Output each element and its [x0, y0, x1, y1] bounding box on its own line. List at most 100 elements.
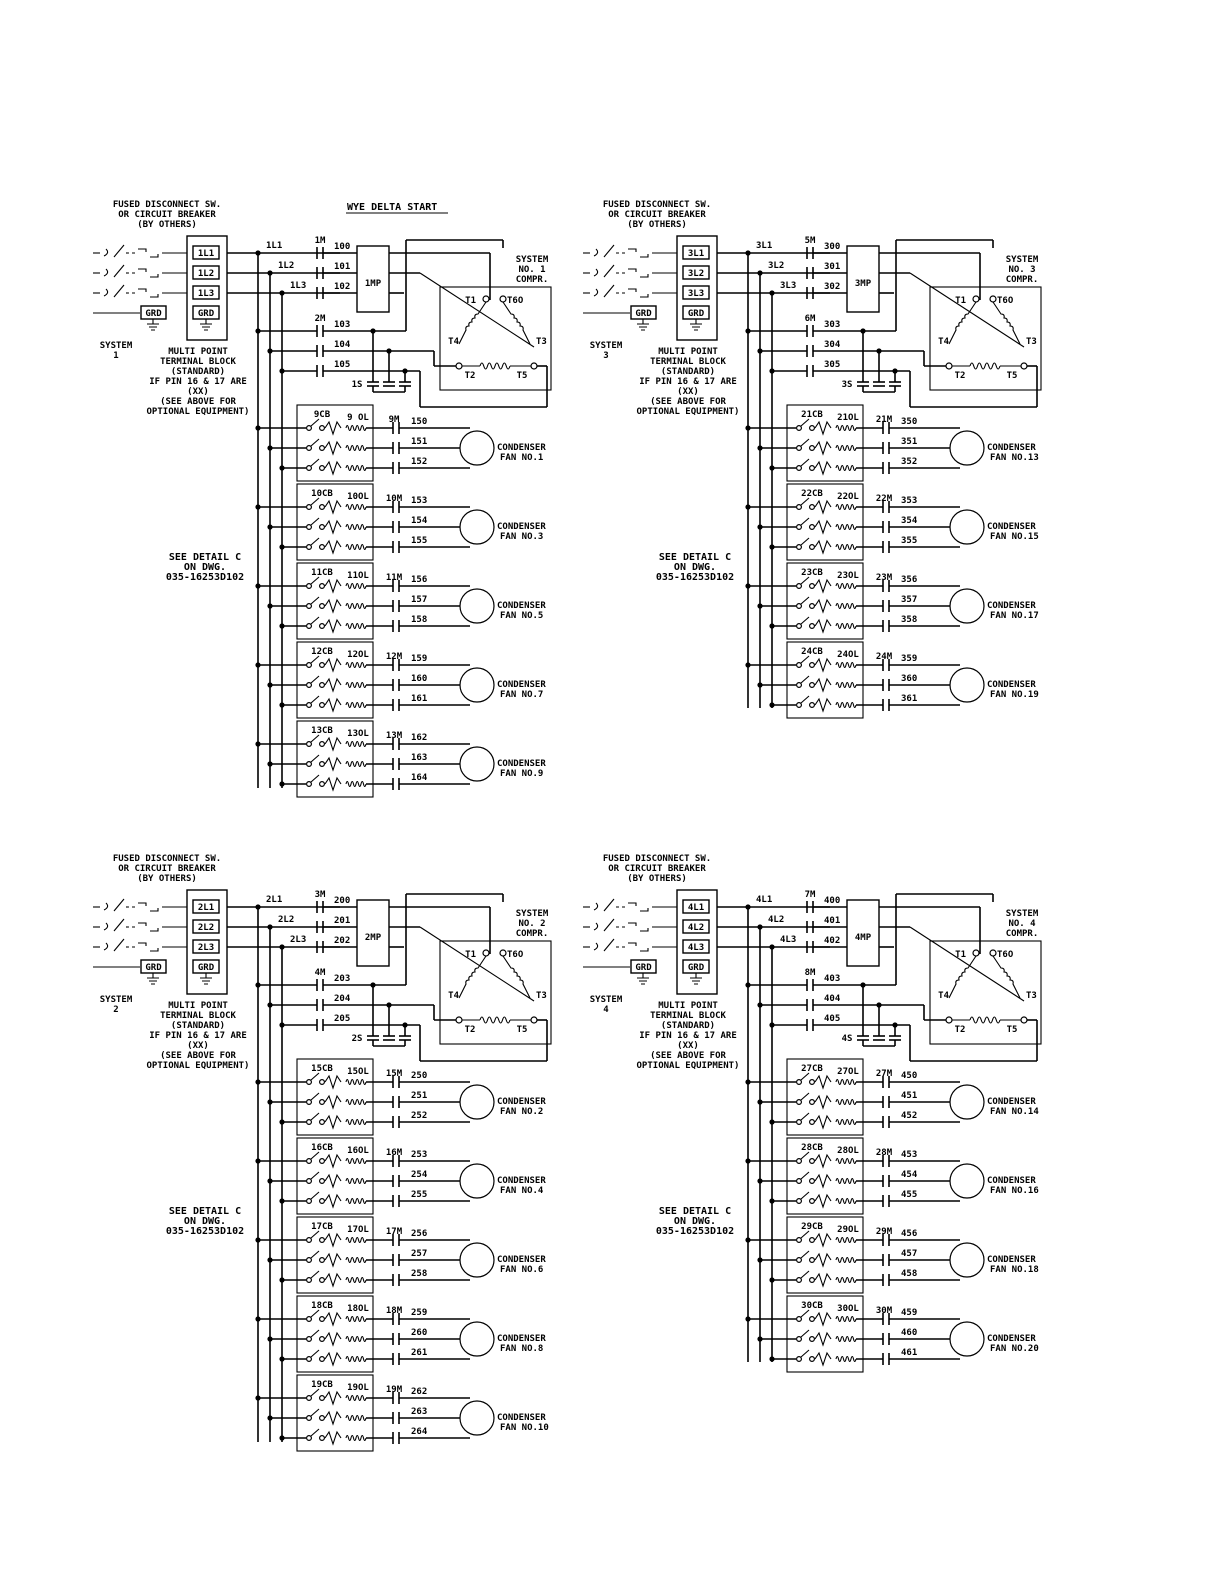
terminal-t1: T1 — [465, 296, 476, 306]
breaker-contact — [306, 760, 313, 767]
fan-contactor-label: 12M — [386, 652, 403, 662]
overload-heater — [324, 440, 342, 456]
fan-number-label: FAN NO.4 — [500, 1186, 544, 1196]
breaker-blade — [310, 1309, 320, 1318]
ground-icon-terminal — [200, 319, 212, 331]
switch-blade — [113, 898, 125, 912]
breaker-contact — [796, 681, 803, 688]
fan-breaker-box — [786, 1137, 864, 1215]
switch-fuse-mark — [628, 268, 649, 278]
terminal-block-note: IF PIN 16 & 17 ARE — [149, 1031, 247, 1041]
switch-arc — [593, 248, 599, 257]
overload-label: 29OL — [837, 1225, 859, 1235]
motor-terminal-post — [972, 949, 980, 957]
overload-heater — [814, 598, 832, 614]
motor-winding-2 — [502, 955, 531, 999]
breaker-blade — [800, 497, 810, 506]
fan-contactor-label: 18M — [386, 1306, 403, 1316]
fan-wire-number: 358 — [901, 615, 917, 625]
fan-wire-number: 356 — [901, 575, 917, 585]
motor-winding-2 — [992, 301, 1021, 345]
condenser-fan-motor — [459, 1163, 495, 1199]
overload-coil — [345, 602, 367, 610]
bus-junction — [769, 1119, 775, 1125]
bus-junction — [769, 944, 775, 950]
main-wire-number: 301 — [824, 262, 840, 272]
terminal-block-note: (SEE ABOVE FOR — [650, 397, 726, 407]
disconnect-switch-1 — [93, 244, 193, 258]
overload-heater — [324, 1114, 342, 1130]
bus-junction — [267, 682, 273, 688]
motor-protector-box — [356, 245, 390, 313]
breaker-blade — [800, 576, 810, 585]
overload-heater — [814, 1351, 832, 1367]
fused-disconnect-note: OR CIRCUIT BREAKER — [118, 864, 216, 874]
delta-wire-number: 405 — [824, 1014, 840, 1024]
breaker-contact — [809, 1079, 816, 1086]
delta-contactor-contact — [806, 365, 814, 377]
delta-wire-number: 404 — [824, 994, 841, 1004]
fan-contactor-contact — [882, 462, 890, 474]
overload-heater — [324, 618, 342, 634]
bus-junction — [757, 445, 763, 451]
motor-winding-3 — [969, 362, 1001, 370]
breaker-contact — [809, 543, 816, 550]
breaker-contact — [809, 1355, 816, 1362]
breaker-contact — [796, 504, 803, 511]
motor-protector-label: 3MP — [855, 279, 872, 289]
fan-contactor-contact — [392, 521, 400, 533]
delta-contactor-label: 2M — [315, 314, 326, 324]
overload-label: 30OL — [837, 1304, 859, 1314]
overload-heater — [814, 539, 832, 555]
motor-terminal-post — [499, 949, 507, 957]
delta-wire-number: 103 — [334, 320, 350, 330]
breaker-contact — [796, 1177, 803, 1184]
fused-disconnect-note: FUSED DISCONNECT SW. — [603, 200, 711, 210]
motor-protector-box — [356, 899, 390, 967]
fan-number-label: FAN NO.18 — [990, 1265, 1039, 1275]
fan-wire-number: 153 — [411, 496, 427, 506]
breaker-blade — [800, 1072, 810, 1081]
switch-blade — [603, 244, 615, 258]
fan-contactor-contact — [882, 1195, 890, 1207]
terminal-t3: T3 — [1026, 337, 1037, 347]
ground-icon-left — [637, 319, 649, 331]
bus-junction — [769, 1277, 775, 1283]
fused-disconnect-note: FUSED DISCONNECT SW. — [113, 200, 221, 210]
overload-coil — [835, 1078, 857, 1086]
main-wire-number: 400 — [824, 896, 840, 906]
switch-fuse-mark — [628, 288, 649, 298]
fan-number-label: FAN NO.5 — [500, 611, 543, 621]
fan-contactor-label: 29M — [876, 1227, 893, 1237]
breaker-contact — [319, 465, 326, 472]
breaker-contact — [319, 543, 326, 550]
terminal-block-note: TERMINAL BLOCK — [650, 357, 726, 367]
overload-coil — [835, 1335, 857, 1343]
motor-winding-1 — [458, 301, 487, 345]
start-contactor-label: 2S — [352, 1034, 363, 1044]
bus-junction — [255, 904, 261, 910]
bus-junction — [279, 1435, 285, 1441]
line-label: 3L1 — [756, 241, 772, 251]
breaker-contact — [796, 523, 803, 530]
main-wire-number: 300 — [824, 242, 840, 252]
overload-label: 15OL — [347, 1067, 369, 1077]
overload-heater — [324, 1410, 342, 1426]
breaker-contact — [319, 622, 326, 629]
overload-heater — [324, 1232, 342, 1248]
overload-heater — [814, 1311, 832, 1327]
fan-wire-number: 451 — [901, 1091, 917, 1101]
breaker-contact — [319, 445, 326, 452]
disconnect-switch-2 — [93, 264, 193, 278]
bus-junction — [267, 524, 273, 530]
fused-disconnect-note: OR CIRCUIT BREAKER — [118, 210, 216, 220]
terminal-block-note: MULTI POINT — [168, 347, 228, 357]
start-junction — [386, 1002, 392, 1008]
disconnect-switch-1 — [583, 898, 683, 912]
breaker-contact — [306, 1158, 313, 1165]
system-panel-4: FUSED DISCONNECT SW.OR CIRCUIT BREAKER(B… — [583, 854, 1042, 1373]
fan-contactor-contact — [392, 758, 400, 770]
ground-icon-left — [147, 973, 159, 985]
breaker-blade — [310, 1408, 320, 1417]
